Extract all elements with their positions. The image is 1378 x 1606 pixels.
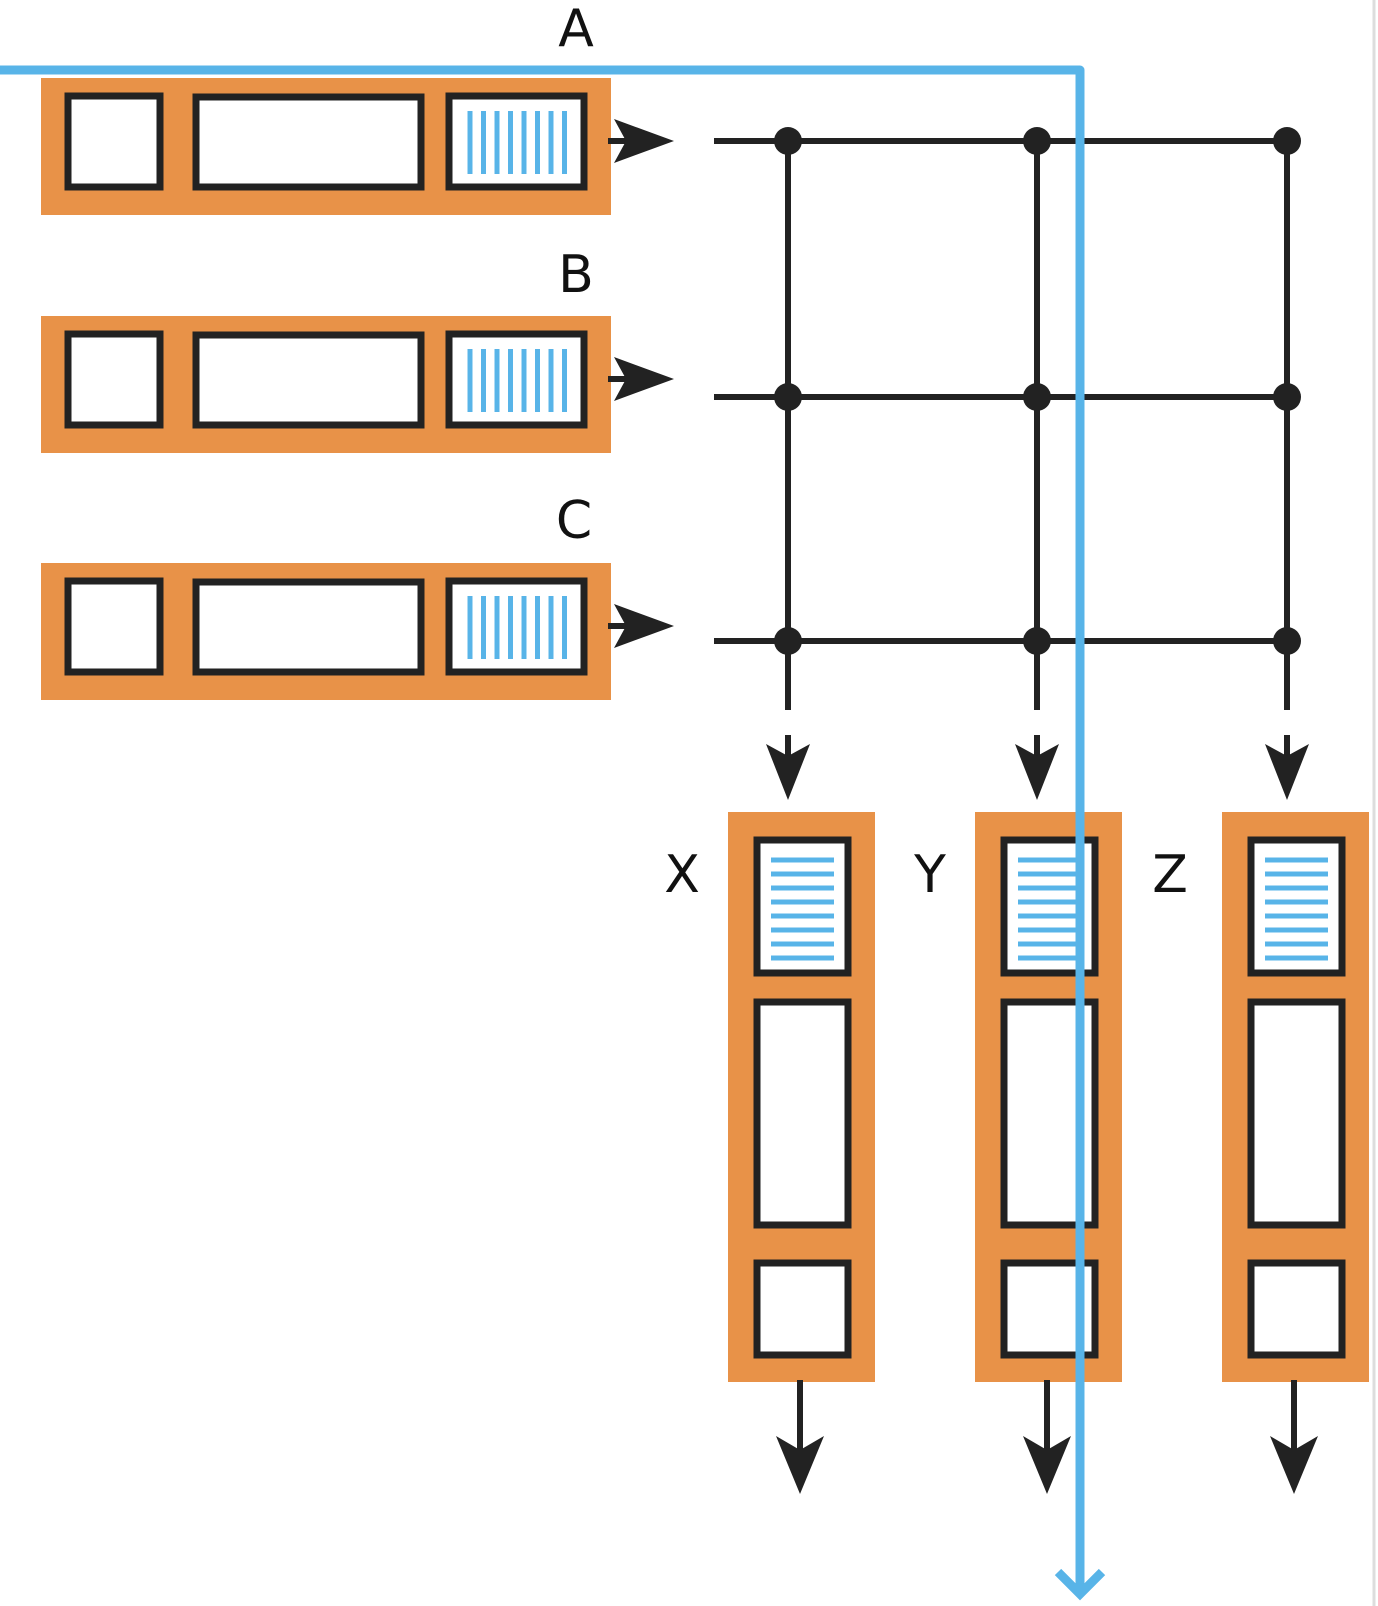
- grid-junction-dot: [1273, 627, 1301, 655]
- grid-junction-dot: [1273, 383, 1301, 411]
- column-output-arrowhead: [1023, 1436, 1071, 1494]
- row-label-b: B: [558, 245, 594, 305]
- column-cell-tall: [753, 998, 852, 1229]
- column-cell-tall: [1247, 998, 1346, 1229]
- column-block-z: [1222, 812, 1369, 1494]
- crossbar-grid: [714, 127, 1309, 800]
- row-cell-wide: [192, 93, 425, 191]
- row-label-a: A: [558, 0, 594, 59]
- row-block-c: [41, 563, 674, 700]
- row-arrowhead: [614, 357, 674, 401]
- row-cell-small: [64, 330, 164, 429]
- column-block-y: [975, 812, 1122, 1494]
- row-arrowhead: [614, 604, 674, 648]
- row-cell-small: [64, 92, 164, 191]
- row-cell-wide: [192, 331, 425, 429]
- column-block-x: [728, 812, 875, 1494]
- grid-junction-dot: [774, 383, 802, 411]
- row-block-b: [41, 316, 674, 453]
- column-label-y: Y: [913, 845, 946, 905]
- column-cell-small: [753, 1259, 852, 1359]
- row-arrowhead: [614, 119, 674, 163]
- grid-junction-dot: [1023, 127, 1051, 155]
- grid-junction-dot: [774, 627, 802, 655]
- column-input-arrowhead: [766, 744, 810, 800]
- grid-junction-dot: [1023, 627, 1051, 655]
- column-label-x: X: [664, 845, 700, 905]
- grid-junction-dot: [1273, 127, 1301, 155]
- column-blocks: [728, 812, 1369, 1494]
- grid-junction-dot: [774, 127, 802, 155]
- highlight-path: [0, 65, 1106, 1601]
- grid-junction-dot: [1023, 383, 1051, 411]
- row-block-a: [41, 78, 674, 215]
- row-blocks: [41, 78, 674, 700]
- row-cell-small: [64, 577, 164, 676]
- column-input-arrowhead: [1015, 744, 1059, 800]
- column-output-arrowhead: [776, 1436, 824, 1494]
- column-output-arrowhead: [1270, 1436, 1318, 1494]
- column-input-arrowhead: [1265, 744, 1309, 800]
- column-cell-small: [1247, 1259, 1346, 1359]
- row-label-c: C: [556, 491, 592, 551]
- column-label-z: Z: [1152, 845, 1188, 905]
- row-cell-wide: [192, 578, 425, 676]
